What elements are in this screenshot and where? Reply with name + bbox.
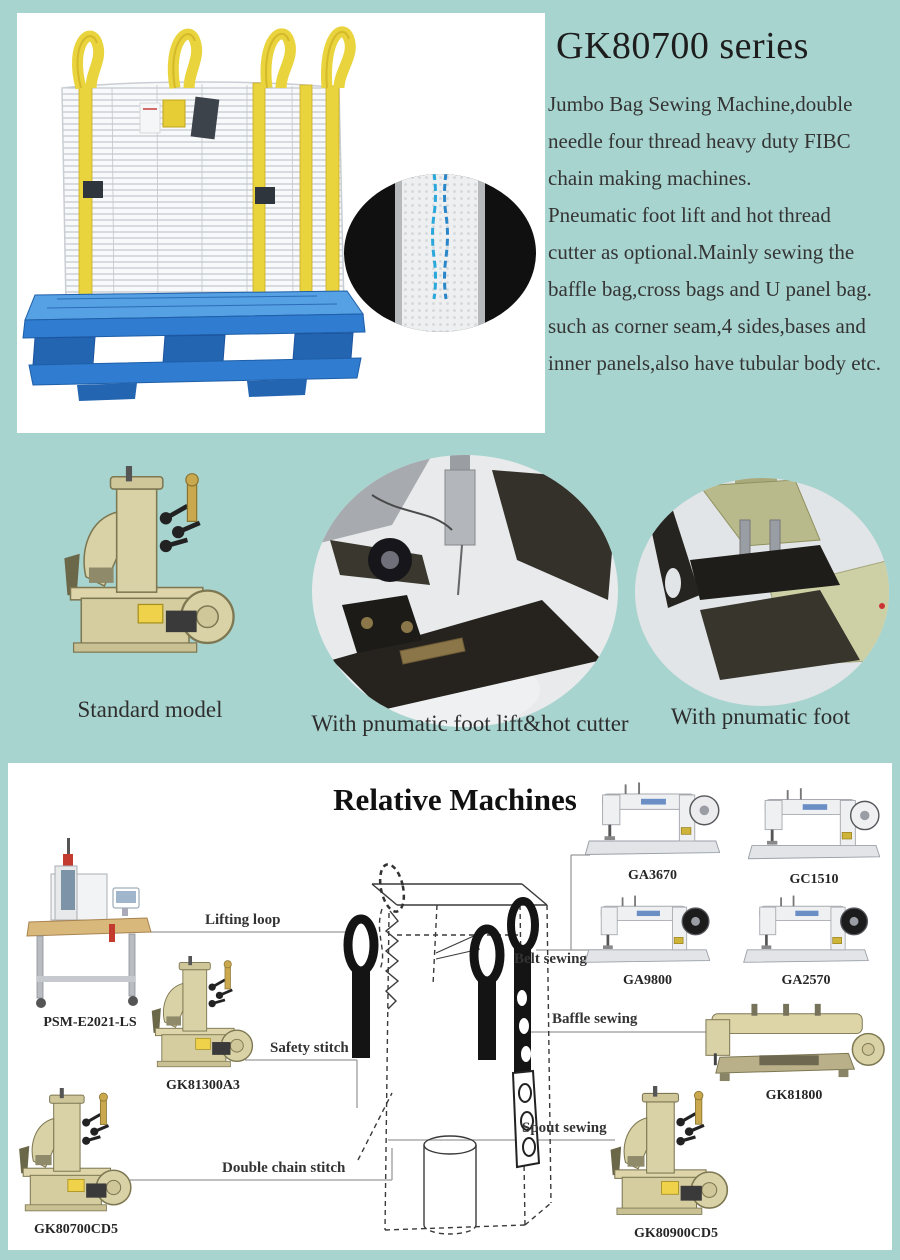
machine-label: GC1510	[789, 872, 839, 887]
machine-item-ga9800: GA9800	[585, 884, 710, 989]
connection-label-double-chain-stitch: Double chain stitch	[222, 1160, 346, 1176]
caption-pneumatic-foot-lift: With pnumatic foot lift&hot cutter	[311, 711, 629, 736]
machine-item-ga2570: GA2570	[736, 884, 876, 989]
connection-label-baffle-sewing: Baffle sewing	[552, 1011, 638, 1027]
pallet	[22, 290, 366, 401]
connection-label-lifting-loop: Lifting loop	[205, 912, 281, 928]
relative-machines-title: Relative Machines	[333, 782, 577, 817]
machine-photo	[585, 781, 720, 856]
hero-description-line: Jumbo Bag Sewing Machine,double	[548, 92, 853, 116]
hero-description-line: inner panels,also have tubular body etc.	[548, 351, 881, 375]
hero-description-line: baffle bag,cross bags and U panel bag.	[548, 277, 872, 301]
hero-description-line: needle four thread heavy duty FIBC	[548, 129, 851, 153]
machine-item-gk81800: GK81800	[698, 992, 890, 1104]
machine-photo	[705, 1003, 885, 1082]
machine-label: PSM-E2021-LS	[43, 1015, 137, 1030]
connection-label-safety-stitch: Safety stitch	[270, 1040, 349, 1056]
machine-label: GK80900CD5	[634, 1226, 718, 1241]
machine-item-gk80900cd5: GK80900CD5	[606, 1086, 751, 1242]
machine-photo	[748, 787, 880, 860]
machine-photo	[150, 956, 254, 1069]
hero-description-line: cutter as optional.Mainly sewing the	[548, 240, 855, 264]
machine-photo	[608, 1086, 729, 1217]
jumbo-bag-photo	[17, 13, 545, 433]
machine-label: GA3670	[628, 868, 677, 883]
machine-label: GK81300A3	[166, 1078, 240, 1093]
caption-standard-model: Standard model	[77, 697, 223, 722]
machine-label: GK81800	[765, 1088, 823, 1103]
bag-diagram	[118, 854, 716, 1235]
machine-item-gk80700cd5: GK80700CD5	[15, 1088, 137, 1238]
product-photo-panel	[17, 13, 545, 433]
fabric-detail-inset	[344, 174, 536, 332]
machine-photo	[17, 1088, 133, 1213]
hero-description-line: Pneumatic foot lift and hot thread	[548, 203, 831, 227]
connection-label-belt-sewing: Belt sewing	[514, 951, 587, 967]
hero-description-line: such as corner seam,4 sides,bases and	[548, 314, 866, 338]
machine-photo	[26, 837, 152, 1009]
hero-title: GK80700 series	[556, 25, 809, 67]
hero-description-line: chain making machines.	[548, 166, 752, 190]
relative-machines-panel	[8, 763, 892, 1250]
machine-item-gc1510: GC1510	[748, 776, 880, 888]
caption-pneumatic-foot: With pnumatic foot	[670, 704, 851, 729]
machine-item-gk81300a3: GK81300A3	[148, 956, 258, 1094]
pneumatic-foot-lift-photo	[312, 455, 618, 728]
connection-label-spout-sewing: Spout sewing	[522, 1120, 607, 1136]
machine-label: GK80700CD5	[34, 1222, 118, 1237]
standard-model-photo	[58, 466, 243, 666]
machine-label: GA2570	[781, 973, 831, 988]
machine-photo	[585, 894, 710, 964]
machine-label: GA9800	[623, 973, 672, 988]
hero-description: Jumbo Bag Sewing Machine,double needle f…	[548, 86, 900, 382]
pneumatic-foot-photo	[635, 478, 890, 706]
machine-item-ga3670: GA3670	[585, 770, 720, 884]
machine-photo	[742, 894, 870, 964]
machine-item-psm-e2021-ls: PSM-E2021-LS	[25, 826, 155, 1031]
